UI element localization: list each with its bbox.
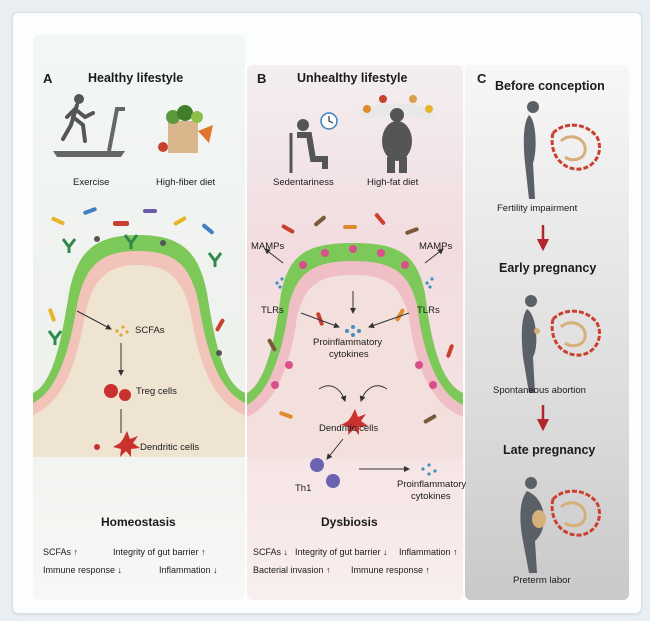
villus-a bbox=[33, 235, 245, 457]
scfas-label: SCFAs bbox=[135, 325, 165, 336]
pregnancy-stage-2-icon bbox=[521, 295, 601, 393]
cytokines-label-2-line1: Proinflammatory bbox=[397, 479, 467, 490]
treg-cells-label: Treg cells bbox=[136, 386, 177, 397]
panel-b-title: Unhealthy lifestyle bbox=[297, 71, 408, 85]
tlrs-label-left: TLRs bbox=[261, 305, 284, 316]
figure-frame: A Healthy lifestyle Exercise High-fiber … bbox=[12, 12, 642, 614]
treadmill-runner-icon bbox=[53, 94, 125, 157]
cytokines-label-1-line2: cytokines bbox=[329, 349, 369, 360]
effect-a-scfas: SCFAs ↑ bbox=[43, 547, 79, 557]
cytokines-label-2-line2: cytokines bbox=[411, 491, 451, 502]
pregnancy-stage-1-icon bbox=[523, 101, 601, 199]
illustration-layer bbox=[33, 94, 601, 573]
th1-label: Th1 bbox=[295, 483, 312, 494]
arrows-b bbox=[264, 248, 444, 472]
panel-c-letter: C bbox=[477, 71, 487, 86]
microbiota-b bbox=[267, 213, 454, 424]
stage-2-title: Early pregnancy bbox=[499, 261, 597, 275]
effect-b-barrier: Integrity of gut barrier ↓ bbox=[295, 547, 388, 557]
arrows-a bbox=[76, 310, 124, 433]
th1-cells-icon bbox=[310, 458, 340, 488]
effect-a-immune: Immune response ↓ bbox=[43, 565, 123, 575]
stage-3-title: Late pregnancy bbox=[503, 443, 596, 457]
stage-3-outcome: Preterm labor bbox=[513, 575, 571, 586]
cytokines-label-1-line1: Proinflammatory bbox=[313, 337, 383, 348]
exercise-label: Exercise bbox=[73, 177, 110, 188]
effect-b-scfas: SCFAs ↓ bbox=[253, 547, 289, 557]
effect-b-immune: Immune response ↑ bbox=[351, 565, 431, 575]
villus-b bbox=[247, 243, 463, 457]
tlrs-label-right: TLRs bbox=[417, 305, 440, 316]
panel-b-letter: B bbox=[257, 71, 267, 86]
mamps-label-right: MAMPs bbox=[419, 241, 453, 252]
mamps-label-left: MAMPs bbox=[251, 241, 285, 252]
stage-1-title: Before conception bbox=[495, 79, 605, 93]
dendritic-cell-icon-a bbox=[94, 431, 140, 457]
dendritic-cells-label-a: Dendritic cells bbox=[140, 442, 200, 453]
panel-c-background bbox=[465, 65, 629, 600]
sedentary-person-icon bbox=[289, 112, 338, 173]
sedentariness-label: Sedentariness bbox=[273, 177, 334, 188]
inflamed-epithelium-b bbox=[271, 245, 437, 389]
overweight-person-icon bbox=[358, 95, 436, 173]
homeostasis-label: Homeostasis bbox=[101, 515, 176, 529]
panel-a-title: Healthy lifestyle bbox=[88, 71, 184, 85]
pregnancy-stage-3-icon bbox=[520, 477, 601, 573]
treg-cells-icon bbox=[104, 384, 131, 401]
scfa-dots-a bbox=[115, 325, 129, 337]
effect-a-inflammation: Inflammation ↓ bbox=[159, 565, 218, 575]
effect-b-inflammation: Inflammation ↑ bbox=[399, 547, 458, 557]
mamp-dots bbox=[275, 277, 437, 476]
stage-1-outcome: Fertility impairment bbox=[497, 203, 578, 214]
high-fat-diet-label: High-fat diet bbox=[367, 177, 419, 188]
stage-2-outcome: Spontaneous abortion bbox=[493, 385, 586, 396]
high-fiber-diet-label: High-fiber diet bbox=[156, 177, 216, 188]
microbiota-a bbox=[47, 207, 225, 356]
dysbiosis-label: Dysbiosis bbox=[321, 515, 378, 529]
fiber-food-bag-icon bbox=[158, 105, 213, 153]
dendritic-cells-label-b: Dendritic cells bbox=[319, 423, 379, 434]
dendritic-cell-icon-b bbox=[341, 409, 368, 435]
effect-a-barrier: Integrity of gut barrier ↑ bbox=[113, 547, 206, 557]
panel-a-letter: A bbox=[43, 71, 53, 86]
effect-b-invasion: Bacterial invasion ↑ bbox=[253, 565, 331, 575]
